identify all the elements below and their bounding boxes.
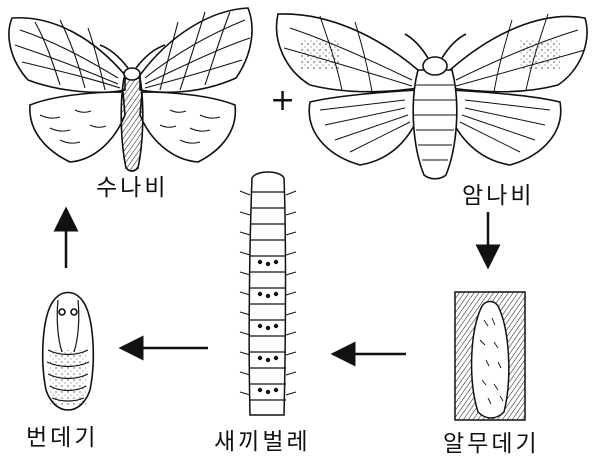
pupa-illustration <box>43 293 94 411</box>
female-moth-illustration <box>277 14 587 179</box>
label-male-moth: 수나비 <box>96 168 168 202</box>
larva-illustration <box>240 172 296 415</box>
label-female-moth: 암나비 <box>462 176 534 210</box>
label-pupa: 번데기 <box>26 418 98 452</box>
plus-sign: + <box>270 83 295 118</box>
male-moth-illustration <box>9 8 252 171</box>
label-egg-cluster: 알무데기 <box>443 424 540 458</box>
label-larva: 새끼벌레 <box>214 422 311 456</box>
egg-cluster-illustration <box>455 292 525 420</box>
